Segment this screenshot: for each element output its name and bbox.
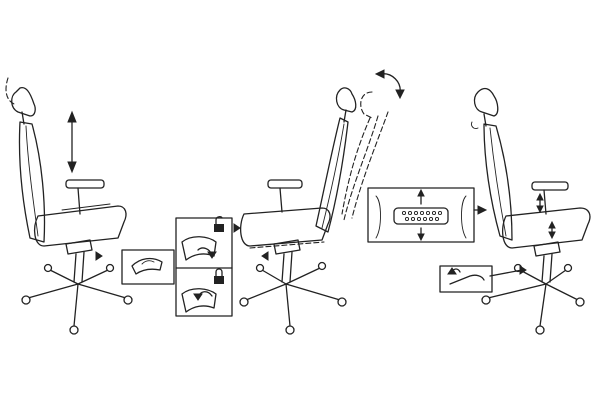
- caster: [337, 297, 347, 307]
- caster: [317, 261, 327, 271]
- backrest: [315, 117, 349, 233]
- unlock-icon: [214, 216, 224, 232]
- chair-1: [5, 77, 133, 335]
- lumbar-pad: [393, 207, 449, 225]
- backrest-inner: [489, 127, 507, 237]
- vertical-double-arrow-icon: [536, 192, 544, 214]
- caster: [575, 297, 585, 307]
- mechanism: [533, 241, 561, 257]
- panel-frame: [367, 187, 475, 243]
- lever-icon: [449, 274, 485, 285]
- lumbar-grip: [401, 210, 443, 222]
- panel-frame: [121, 249, 175, 285]
- panel-frame: [439, 265, 493, 293]
- panel-height-lever: [121, 249, 175, 285]
- seat-edge: [61, 203, 111, 211]
- seat: [33, 205, 127, 247]
- pointer-arrow: [233, 223, 241, 233]
- headrest-knob: [471, 121, 479, 129]
- curved-arrow-icon: [374, 69, 405, 100]
- headrest: [335, 87, 357, 113]
- base-legs: [27, 269, 127, 327]
- vertical-double-arrow-icon: [67, 110, 77, 174]
- caster: [69, 325, 79, 335]
- armrest-pad: [65, 179, 105, 189]
- panel-armrest-lever: [439, 265, 493, 293]
- backrest-ghost: [343, 115, 379, 221]
- lever-motion: [141, 260, 155, 265]
- mechanism: [65, 239, 93, 255]
- seat: [501, 207, 591, 249]
- panel-frame: [175, 217, 233, 317]
- caster: [43, 263, 53, 273]
- panel-tilt-lock: [175, 216, 233, 317]
- armrest-post: [543, 189, 547, 215]
- backrest: [483, 123, 513, 241]
- headrest-ghost: [5, 77, 15, 105]
- caster: [563, 263, 573, 273]
- pointer-arrow: [95, 251, 103, 261]
- frame-curve: [461, 195, 467, 239]
- caster: [123, 295, 133, 305]
- gas-lift: [541, 253, 553, 283]
- headrest: [473, 87, 499, 117]
- vertical-double-arrow-icon: [417, 188, 425, 242]
- caster: [239, 297, 249, 307]
- armrest-pad: [531, 181, 569, 191]
- pointer-arrow: [261, 251, 269, 261]
- backrest-inner: [25, 125, 39, 237]
- gas-lift: [73, 251, 85, 283]
- vertical-double-arrow-icon: [548, 220, 556, 240]
- chair-2: [233, 69, 405, 335]
- backrest-inner: [321, 123, 345, 229]
- caster: [105, 263, 115, 273]
- seat-ghost: [249, 241, 325, 249]
- backrest: [18, 121, 46, 243]
- base-legs: [487, 269, 579, 327]
- lock-icon: [214, 268, 224, 284]
- gas-lift: [281, 251, 293, 283]
- armrest-pad: [267, 179, 303, 189]
- backrest-ghost: [351, 111, 389, 219]
- seat: [239, 207, 331, 247]
- armrest-post: [77, 187, 81, 215]
- hand-lower: [181, 288, 217, 313]
- frame-curve: [375, 195, 381, 239]
- armrest-post: [279, 187, 283, 213]
- lever-icon: [131, 257, 163, 275]
- headrest-ghost: [360, 91, 373, 119]
- mechanism: [273, 239, 301, 255]
- panel-lumbar: [367, 187, 488, 243]
- caster: [255, 263, 265, 273]
- caster: [285, 325, 295, 335]
- backrest-ghost: [341, 117, 371, 215]
- caster: [481, 295, 491, 305]
- base-legs: [245, 267, 341, 327]
- caster: [535, 325, 545, 335]
- hand-upper: [181, 236, 217, 261]
- caster: [21, 295, 31, 305]
- headrest: [11, 86, 36, 117]
- chair-3: [471, 87, 591, 335]
